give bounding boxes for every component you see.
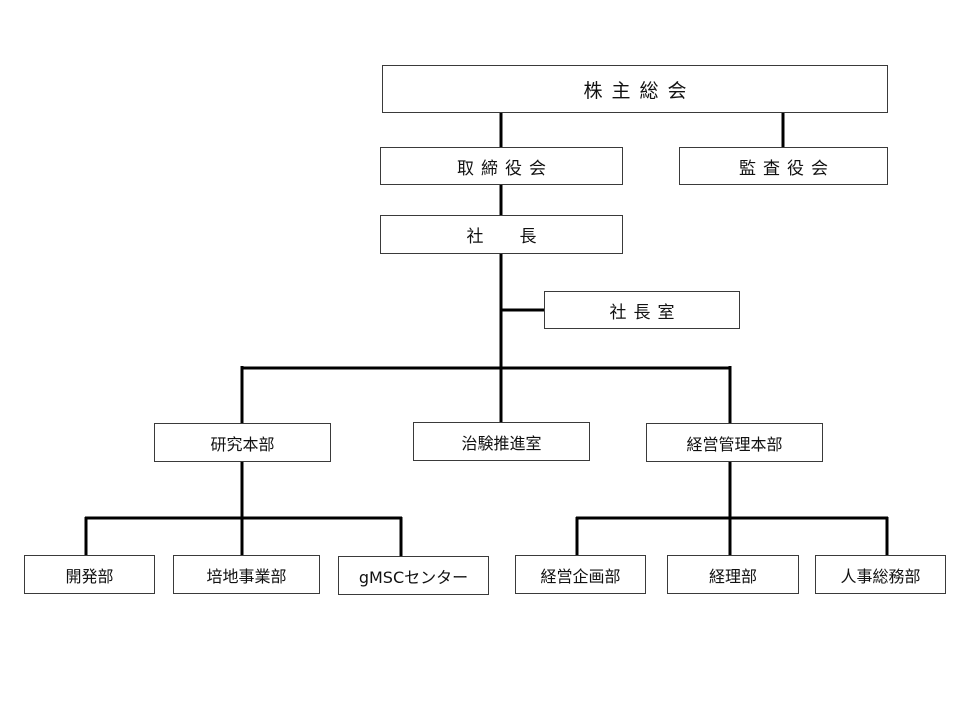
shareholders-meeting-box: 株主総会: [382, 65, 888, 113]
hr-general-affairs-dept-label: 人事総務部: [840, 566, 921, 586]
accounting-dept-box: 経理部: [667, 555, 799, 594]
accounting-dept-label: 経理部: [708, 566, 757, 586]
audit-board-label: 監査役会: [739, 158, 835, 179]
board-of-directors-box: 取締役会: [380, 147, 623, 185]
shareholders-meeting-label: 株主総会: [583, 79, 696, 102]
development-dept-box: 開発部: [24, 555, 155, 594]
hr-general-affairs-dept-box: 人事総務部: [815, 555, 946, 594]
culture-business-dept-box: 培地事業部: [173, 555, 320, 594]
clinical-trial-office-box: 治験推進室: [413, 422, 590, 461]
president-office-box: 社長室: [544, 291, 740, 329]
president-office-label: 社長室: [609, 302, 682, 323]
research-hq-box: 研究本部: [154, 423, 331, 462]
corporate-planning-dept-label: 経営企画部: [540, 566, 621, 586]
president-label: 社長: [466, 227, 573, 247]
audit-board-box: 監査役会: [679, 147, 888, 185]
management-hq-box: 経営管理本部: [646, 423, 823, 462]
research-hq-label: 研究本部: [210, 434, 275, 454]
development-dept-label: 開発部: [65, 566, 114, 586]
management-hq-label: 経営管理本部: [686, 434, 783, 454]
corporate-planning-dept-box: 経営企画部: [515, 555, 646, 594]
gmsc-center-box: gMSCセンター: [338, 556, 489, 595]
gmsc-center-label: gMSCセンター: [358, 567, 469, 587]
president-box: 社長: [380, 215, 623, 254]
clinical-trial-office-label: 治験推進室: [461, 433, 542, 453]
culture-business-dept-label: 培地事業部: [206, 566, 287, 586]
board-of-directors-label: 取締役会: [457, 158, 553, 179]
